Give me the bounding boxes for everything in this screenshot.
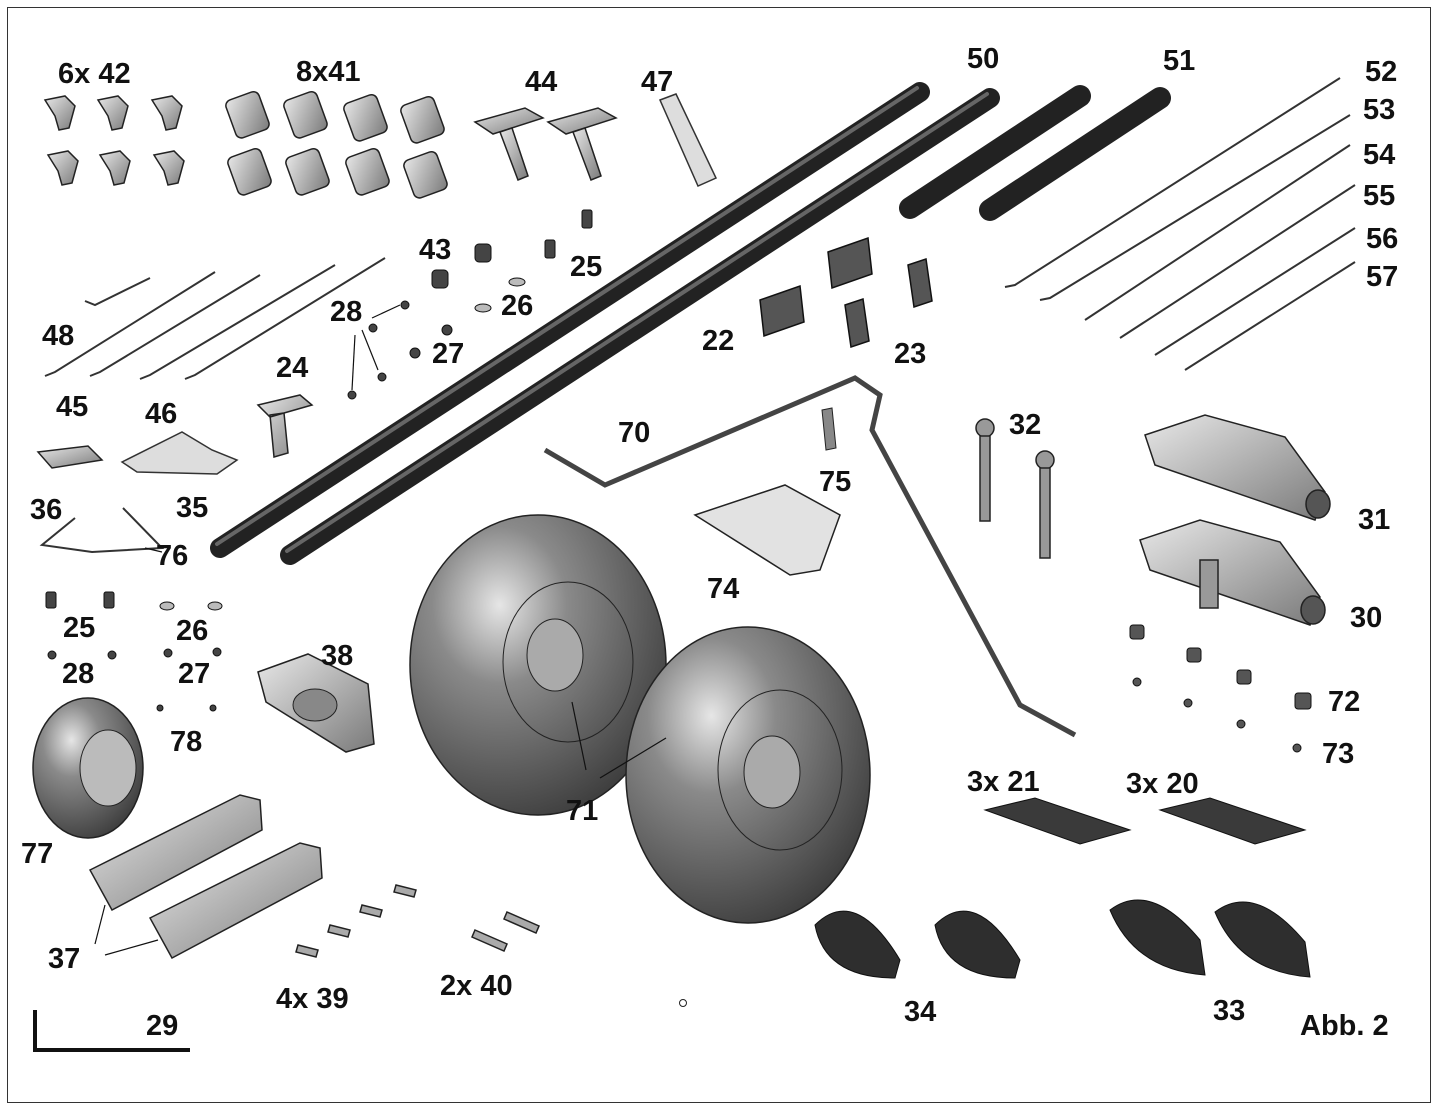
label-32: 32 [1009,409,1042,441]
label-23: 23 [894,338,927,370]
part-74-mount [693,484,841,576]
label-47: 47 [641,66,674,98]
part-48-45-pushrods [44,257,386,380]
label-53: 53 [1363,94,1396,126]
label-27-top: 27 [432,338,465,370]
part-71-wheels [409,514,871,924]
label-35: 35 [176,492,209,524]
label-71: 71 [566,795,599,827]
callout-lines-28 [351,304,401,391]
label-70: 70 [618,417,651,449]
label-51: 51 [1163,45,1196,77]
part-22-23-clips [759,236,933,348]
label-34: 34 [904,996,937,1028]
small-hardware-left [45,591,223,712]
part-37-rails [88,794,323,960]
label-78: 78 [170,726,203,758]
label-50: 50 [967,43,1000,75]
label-20: 3x 20 [1126,768,1199,800]
part-75-screw [821,407,837,451]
label-74: 74 [707,573,740,605]
label-24: 24 [276,352,309,384]
label-39: 4x 39 [276,983,349,1015]
label-46: 46 [145,398,178,430]
label-52: 52 [1365,56,1398,88]
part-41-hinges [225,90,448,199]
label-42: 6x 42 [58,58,131,90]
part-21-20-pads [983,797,1307,845]
label-73: 73 [1322,738,1355,770]
label-77: 77 [21,838,54,870]
label-25-left: 25 [63,612,96,644]
label-44: 44 [525,66,558,98]
part-46-plate [120,431,239,475]
part-31-30-housings [1139,414,1331,626]
reference-dot [679,999,687,1007]
part-77-wheel [32,697,144,839]
label-72: 72 [1328,686,1361,718]
part-29-angle [33,1010,190,1052]
label-57: 57 [1366,261,1399,293]
label-36: 36 [30,494,63,526]
small-hardware-top [347,209,593,400]
part-39-40-screws [295,884,540,958]
callout-lines-37 [94,904,159,956]
label-75: 75 [819,466,852,498]
drawing-frame [7,7,1431,1103]
part-24-horn [256,394,314,458]
part-47-bracket [658,93,718,187]
label-26-top: 26 [501,290,534,322]
part-50-tubes [210,82,1000,565]
label-30: 30 [1350,602,1383,634]
part-45-roller [36,445,104,469]
part-32-screws [975,418,1055,559]
label-29: 29 [146,1010,179,1042]
label-33: 33 [1213,995,1246,1027]
label-54: 54 [1363,139,1396,171]
part-70-strut [543,375,1077,738]
figure-label: Abb. 2 [1300,1010,1389,1042]
part-51-tubes [899,85,1171,221]
label-48: 48 [42,320,75,352]
label-40: 2x 40 [440,970,513,1002]
label-31: 31 [1358,504,1391,536]
label-28-top: 28 [330,296,363,328]
label-28-left: 28 [62,658,95,690]
label-55: 55 [1363,180,1396,212]
label-22: 22 [702,325,735,357]
label-21: 3x 21 [967,766,1040,798]
label-26-left: 26 [176,615,209,647]
part-44-control-horns [473,107,618,181]
label-27-left: 27 [178,658,211,690]
part-72-73-nuts [1129,624,1312,753]
label-25-top: 25 [570,251,603,283]
label-45: 45 [56,391,89,423]
label-37: 37 [48,943,81,975]
label-56: 56 [1366,223,1399,255]
part-52-57-wires [1004,77,1356,371]
part-76-wire [39,507,165,554]
label-41: 8x41 [296,56,361,88]
label-76: 76 [156,540,189,572]
part-34-33-fairings [814,899,1311,979]
label-43: 43 [419,234,452,266]
label-38: 38 [321,640,354,672]
part-42-horns [43,95,185,186]
